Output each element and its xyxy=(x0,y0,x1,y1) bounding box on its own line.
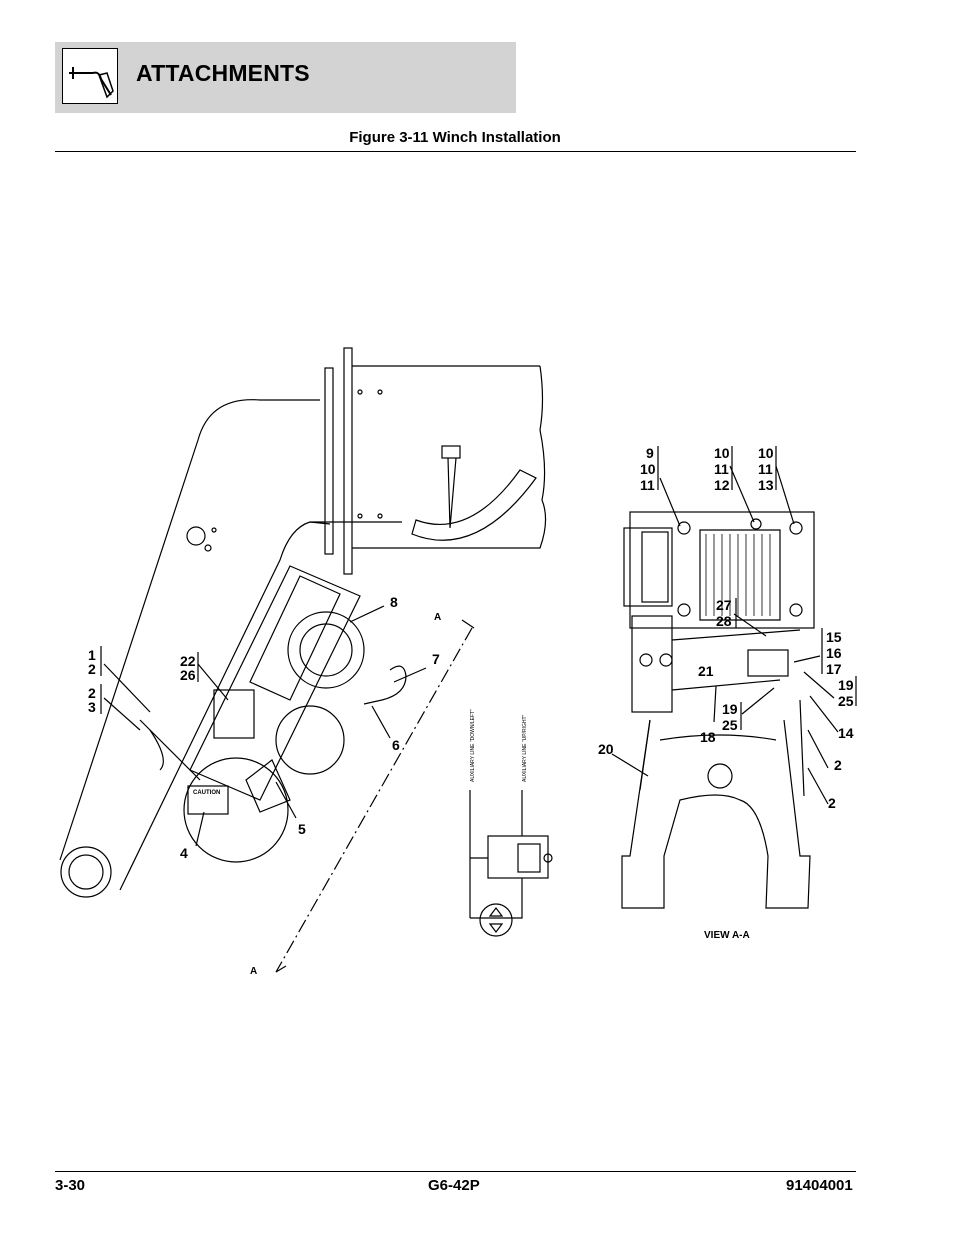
callout-10c: 10 xyxy=(758,445,774,461)
schematic-label-right: AUXILIARY LINE "UP/RIGHT" xyxy=(522,715,528,782)
callout-20: 20 xyxy=(598,741,614,757)
callout-4: 4 xyxy=(180,845,188,861)
section-header xyxy=(55,42,516,113)
callout-6: 6 xyxy=(392,737,400,753)
callout-17: 17 xyxy=(826,661,842,677)
callout-2-lower: 2 xyxy=(828,795,836,811)
figure-caption: Figure 3-11 Winch Installation xyxy=(349,129,561,146)
callout-18: 18 xyxy=(700,729,716,745)
callout-7: 7 xyxy=(432,651,440,667)
callout-16: 16 xyxy=(826,645,842,661)
callout-22: 22 xyxy=(180,653,196,669)
callout-25b: 25 xyxy=(722,717,738,733)
callout-5: 5 xyxy=(298,821,306,837)
callout-28: 28 xyxy=(716,613,732,629)
schematic-label-left: AUXILIARY LINE "DOWN/LEFT" xyxy=(470,709,476,782)
header-rule xyxy=(55,151,856,152)
callout-11a: 11 xyxy=(640,477,655,493)
jlg-attachment-hook-icon xyxy=(69,67,114,99)
callout-8: 8 xyxy=(390,594,398,610)
callout-19b: 19 xyxy=(722,701,738,717)
callout-2b: 2 xyxy=(88,685,96,701)
callout-11c: 11 xyxy=(758,461,773,477)
callout-14: 14 xyxy=(838,725,854,741)
callout-15: 15 xyxy=(826,629,842,645)
manual-number: 91404001 xyxy=(786,1177,853,1194)
model-number: G6-42P xyxy=(428,1177,480,1194)
callout-13: 13 xyxy=(758,477,774,493)
attachment-logo-icon xyxy=(62,48,118,104)
view-label: VIEW A-A xyxy=(704,930,750,941)
callout-12: 12 xyxy=(714,477,730,493)
callout-11b: 11 xyxy=(714,461,729,477)
section-title: ATTACHMENTS xyxy=(136,60,310,86)
callout-21: 21 xyxy=(698,663,714,679)
footer-rule xyxy=(55,1171,856,1172)
callout-9: 9 xyxy=(646,445,654,461)
caution-decal-text: CAUTION xyxy=(193,790,220,796)
page-number: 3-30 xyxy=(55,1177,86,1194)
section-marker-bottom: A xyxy=(250,966,257,977)
callout-2-upper: 2 xyxy=(834,757,842,773)
callout-10a: 10 xyxy=(640,461,656,477)
callout-3: 3 xyxy=(88,699,96,715)
callout-1: 1 xyxy=(88,647,96,663)
section-marker-top: A xyxy=(434,612,441,623)
callout-27: 27 xyxy=(716,597,732,613)
callout-2: 2 xyxy=(88,661,96,677)
callout-25a: 25 xyxy=(838,693,854,709)
callout-19a: 19 xyxy=(838,677,854,693)
callout-10b: 10 xyxy=(714,445,730,461)
callout-26: 26 xyxy=(180,667,196,683)
